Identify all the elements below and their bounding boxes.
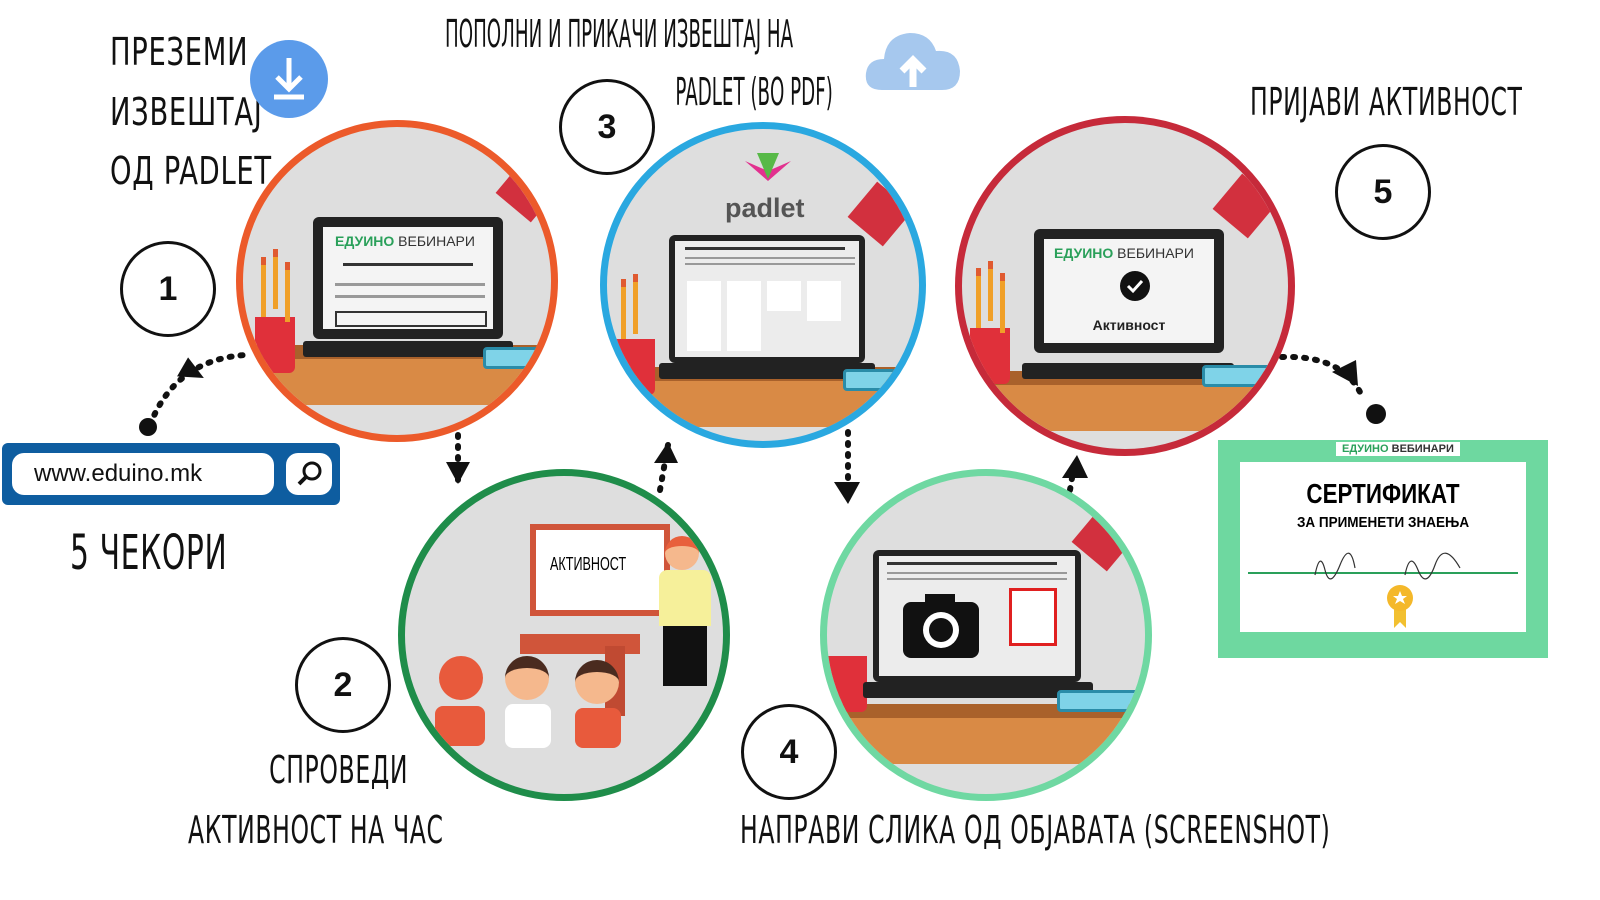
cloud-upload-icon — [865, 33, 960, 90]
certificate: ЕДУИНО ВЕБИНАРИ СЕРТИФИКАТ ЗА ПРИМЕНЕТИ … — [1218, 440, 1548, 658]
verified-badge-icon — [1120, 271, 1150, 301]
step4-label: НАПРАВИ СЛИКА ОД ОБЈАВАТА (SCREENSHOT) — [740, 808, 1331, 852]
cert-title: СЕРТИФИКАТ — [1306, 478, 1460, 509]
step5-number: 5 — [1335, 144, 1431, 240]
step3-number: 3 — [559, 79, 655, 175]
activity-label: Активност — [1092, 317, 1166, 333]
search-bar[interactable]: www.eduino.mk — [2, 443, 340, 505]
steps-title: 5 ЧЕКОРИ — [70, 525, 228, 581]
award-ribbon-icon — [1387, 585, 1413, 628]
search-url[interactable]: www.eduino.mk — [12, 453, 274, 495]
download-icon — [274, 58, 304, 100]
board-label: АКТИВНОСТ — [550, 554, 627, 574]
cert-logo: ЕДУИНО ВЕБИНАРИ — [1336, 442, 1460, 456]
camera-icon — [903, 594, 979, 658]
search-icon — [297, 461, 322, 486]
step1-illustration: ЕДУИНО ВЕБИНАРИ — [236, 120, 558, 442]
signature-icon — [1314, 552, 1461, 580]
padlet-label: padlet — [725, 193, 805, 223]
step3-illustration: padlet — [600, 122, 926, 448]
step5-label: ПРИЈАВИ АКТИВНОСТ — [1250, 80, 1523, 124]
download-button[interactable] — [250, 40, 328, 118]
teacher-figure — [655, 536, 713, 716]
step4-illustration — [820, 469, 1152, 801]
step1-number: 1 — [120, 241, 216, 337]
step2-number: 2 — [295, 637, 391, 733]
search-button[interactable] — [286, 453, 332, 495]
step4-number: 4 — [741, 704, 837, 800]
children-figures — [435, 656, 635, 766]
brand-logo: ЕДУИНО ВЕБИНАРИ — [335, 233, 475, 249]
step5-illustration: ЕДУИНО ВЕБИНАРИ Активност — [955, 116, 1295, 456]
padlet-logo-icon — [745, 153, 791, 181]
cert-subtitle: ЗА ПРИМЕНЕТИ ЗНАЕЊА — [1296, 514, 1470, 531]
classroom-board: АКТИВНОСТ — [530, 524, 670, 616]
step2-illustration: АКТИВНОСТ — [398, 469, 730, 801]
